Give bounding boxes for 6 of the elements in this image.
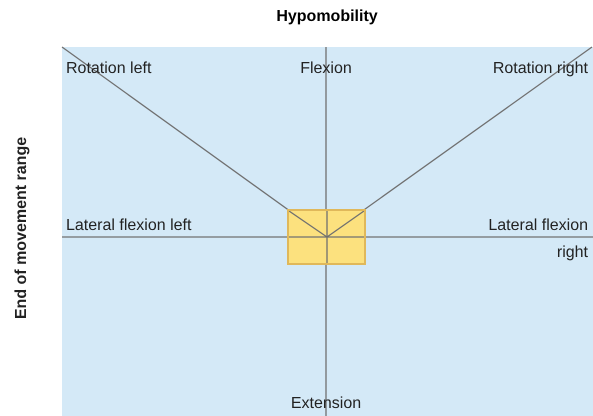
direction-label: Lateral flexion left [66,216,192,236]
chart-title: Hypomobility [275,8,379,26]
center-box [287,209,366,265]
direction-label: Rotation right [492,59,588,79]
axis-label: End of movement range [12,136,31,322]
direction-label: Lateral flexion right [487,216,588,263]
